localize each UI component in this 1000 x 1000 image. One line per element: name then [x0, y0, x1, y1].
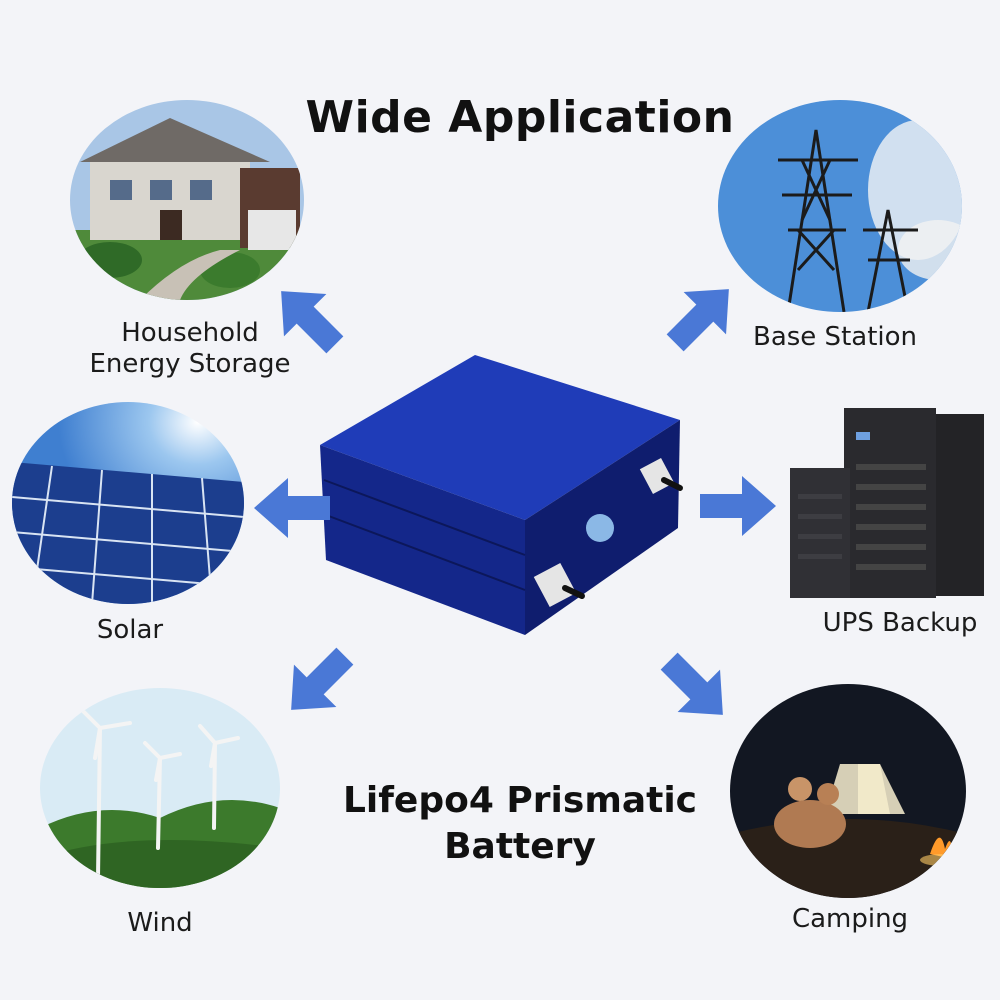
product-name: Lifepo4 Prismatic Battery: [342, 780, 698, 867]
label-base-station: Base Station: [752, 322, 917, 352]
label-solar: Solar: [96, 615, 164, 645]
arrow-icon: [254, 478, 330, 538]
solar-photo: [12, 402, 244, 604]
label-wind: Wind: [127, 908, 193, 938]
label-household: Household Energy Storage: [89, 318, 291, 379]
base-station-photo: [718, 100, 962, 312]
page-title: Wide Application: [305, 92, 735, 143]
ups-backup-photo: [786, 404, 986, 604]
wind-photo: [40, 688, 280, 888]
label-camping: Camping: [791, 904, 909, 934]
household-photo: [70, 100, 304, 300]
label-ups-backup: UPS Backup: [822, 608, 978, 638]
camping-photo: [730, 684, 966, 898]
arrow-icon: [269, 634, 367, 732]
arrow-icon: [700, 476, 776, 536]
arrow-icon: [647, 639, 745, 737]
